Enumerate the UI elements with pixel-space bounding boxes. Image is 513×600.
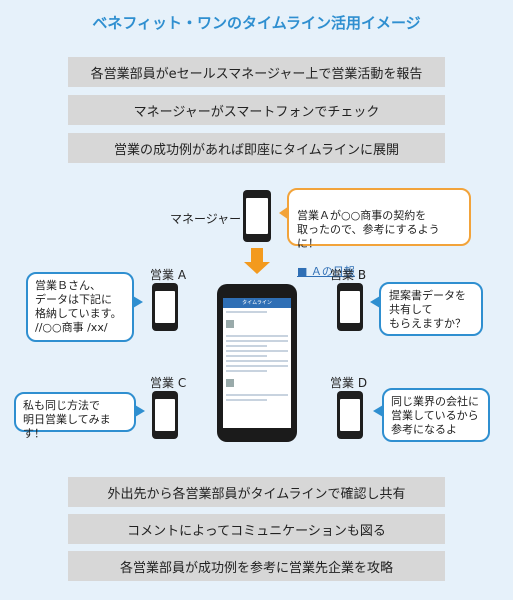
sales-b-bubble: 提案書データを 共有して もらえますか？ [379,282,483,336]
timeline-phone: タイムライン [217,284,297,442]
sales-b-phone [337,283,363,331]
daily-report-link[interactable]: ■ Ａの日報 [297,265,355,278]
timeline-header: タイムライン [223,298,291,308]
manager-label: マネージャー [170,212,242,226]
sales-c-phone [152,391,178,439]
sales-c-bubble-tail [135,405,145,417]
step-box-3: 営業の成功例があれば即座にタイムラインに展開 [68,133,445,163]
avatar [226,320,234,328]
sales-d-phone [337,391,363,439]
sales-d-label: 営業 D [330,376,368,390]
sales-a-bubble-tail [133,296,143,308]
sales-b-bubble-tail [370,296,380,308]
step-box-1: 各営業部員がeセールスマネージャー上で営業活動を報告 [68,57,445,87]
manager-bubble-tail [279,206,289,220]
sales-a-bubble: 営業Ｂさん、 データは下記に 格納しています。 //○○商事 /xx/ [26,272,134,342]
step-box-2: マネージャーがスマートフォンでチェック [68,95,445,125]
sales-a-phone [152,283,178,331]
sales-c-label: 営業 C [150,376,187,390]
timeline-screen: タイムライン [223,298,291,428]
manager-bubble-text: 営業Ａが○○商事の契約を 取ったので、参考にするように！ [297,209,440,250]
result-box-2: コメントによってコミュニケーションも図る [68,514,445,544]
sales-c-bubble: 私も同じ方法で 明日営業してみます！ [14,392,136,440]
manager-phone [243,190,271,242]
arrow-shaft [251,248,263,262]
sales-d-bubble-tail [373,405,383,417]
sales-a-label: 営業 A [150,268,187,282]
result-box-3: 各営業部員が成功例を参考に営業先企業を攻略 [68,551,445,581]
sales-d-bubble: 同じ業界の会社に 営業しているから 参考になるよ [382,388,490,442]
diagram-title: ベネフィット・ワンのタイムライン活用イメージ [92,14,421,32]
avatar [226,379,234,387]
manager-bubble: 営業Ａが○○商事の契約を 取ったので、参考にするように！ ■ Ａの日報 [287,188,471,278]
result-box-1: 外出先から各営業部員がタイムラインで確認し共有 [68,477,445,507]
sales-b-label: 営業 B [330,268,367,282]
down-arrow-icon [244,262,270,274]
